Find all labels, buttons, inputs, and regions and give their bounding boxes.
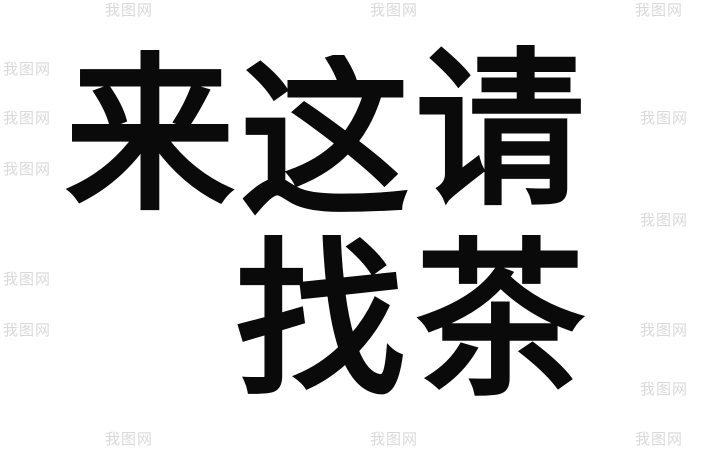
watermark: 我图网 [3,60,52,78]
watermark: 我图网 [3,109,52,127]
watermark: 我图网 [635,430,684,448]
character-qing: 请 [415,45,585,215]
watermark: 我图网 [640,211,689,229]
watermark: 我图网 [640,380,689,398]
watermark: 我图网 [370,430,419,448]
character-zhe: 这 [240,55,410,225]
character-zhao: 找 [235,235,405,405]
watermark: 我图网 [3,160,52,178]
watermark: 我图网 [635,1,684,19]
watermark: 我图网 [640,109,689,127]
watermark: 我图网 [370,1,419,19]
watermark: 我图网 [105,430,154,448]
watermark: 我图网 [3,270,52,288]
watermark: 我图网 [640,321,689,339]
character-lai: 来 [65,50,235,220]
watermark: 我图网 [3,321,52,339]
watermark: 我图网 [105,1,154,19]
character-cha: 茶 [415,235,585,405]
